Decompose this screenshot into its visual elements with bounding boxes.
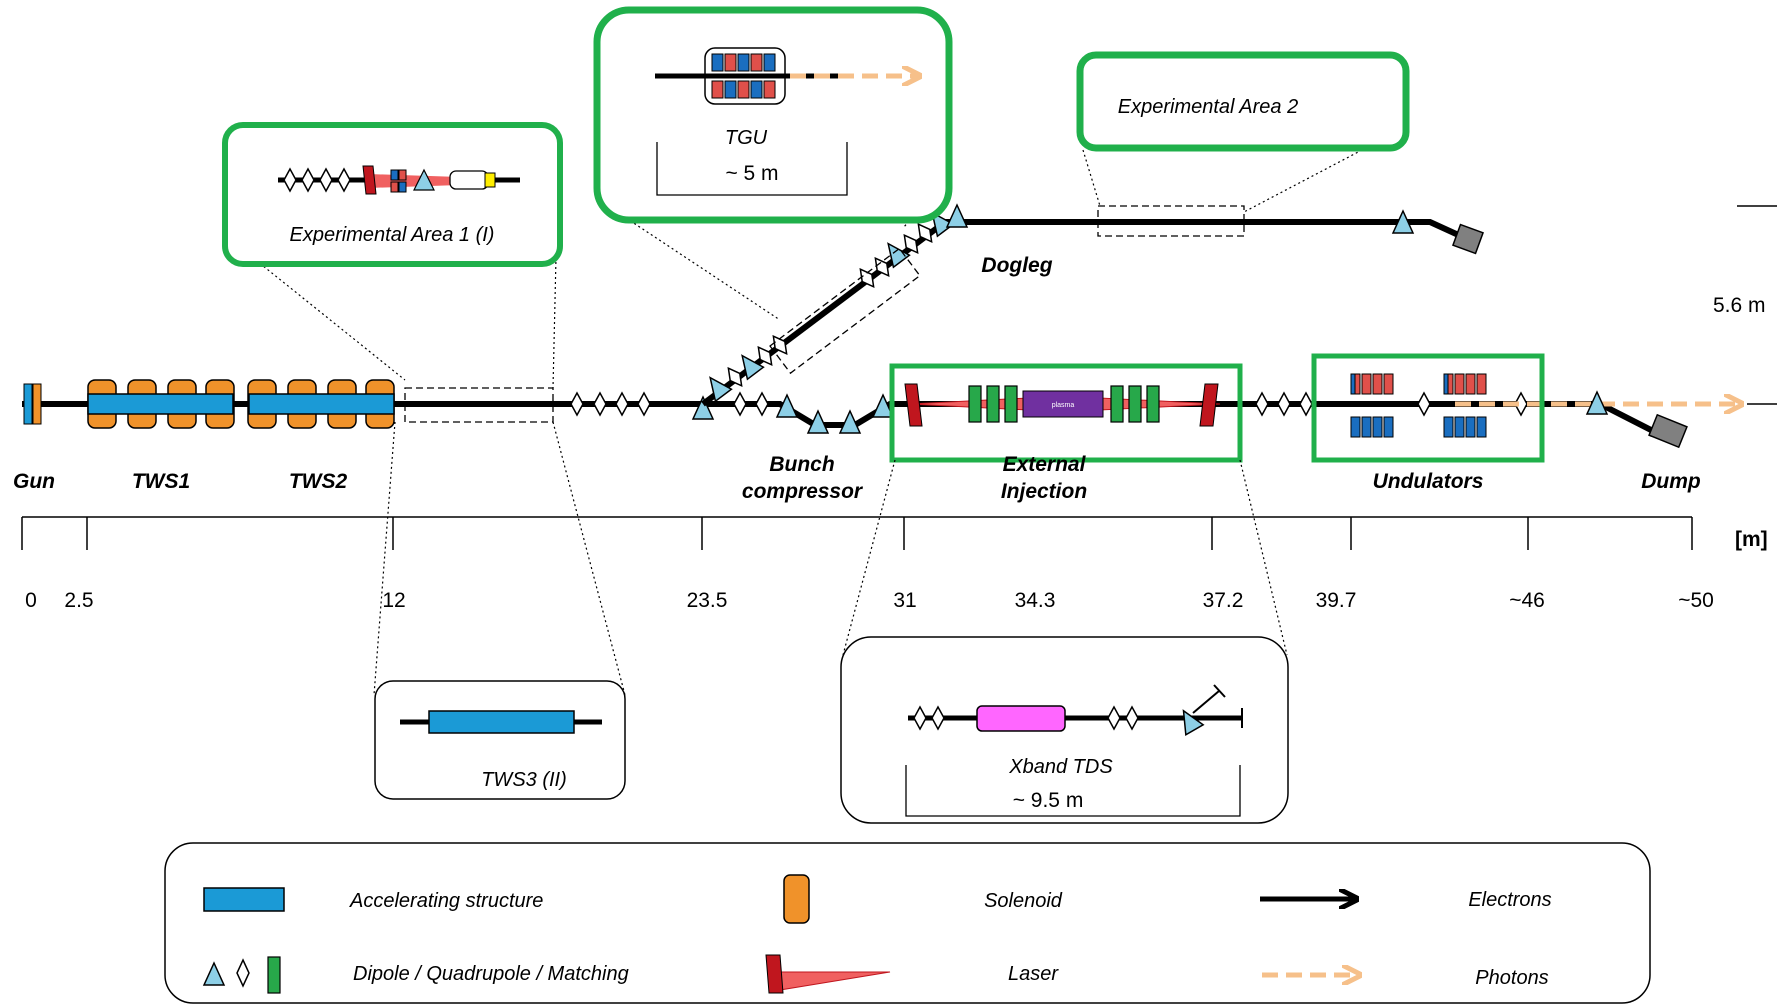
height-indicator: 5.6 m xyxy=(1713,205,1777,405)
tgu-length: ~ 5 m xyxy=(725,162,778,185)
tgu-window xyxy=(769,247,921,375)
tws1-structure xyxy=(87,379,235,429)
dump-block xyxy=(1648,413,1688,449)
dogleg-dump xyxy=(1452,223,1484,255)
legend-laser-mirror xyxy=(765,954,784,994)
height-label: 5.6 m xyxy=(1713,294,1766,317)
legend-electrons-label: Electrons xyxy=(1468,889,1551,911)
experimental-area-2-callout: Experimental Area 2 xyxy=(1076,51,1410,213)
dogleg-beamline xyxy=(701,204,1484,407)
undulators-frame xyxy=(1311,353,1545,463)
legend-accelerating-structure-swatch xyxy=(203,887,285,912)
legend-quadrupole-swatch xyxy=(236,958,250,988)
experimental-area-1-callout: Experimental Area 1 (I) xyxy=(222,122,563,389)
scale-unit: [m] xyxy=(1735,528,1768,551)
quadrupole-triplet-2 xyxy=(1255,392,1313,416)
legend-matching-swatch xyxy=(267,956,281,994)
tick-39-7: 39.7 xyxy=(1316,589,1357,612)
legend-solenoid-swatch xyxy=(783,874,810,924)
legend-dipole-quadrupole-matching-label: Dipole / Quadrupole / Matching xyxy=(353,963,629,985)
tick-46: ~46 xyxy=(1509,589,1545,612)
label-tws2: TWS2 xyxy=(289,470,348,493)
undulator-magnets xyxy=(1350,373,1528,438)
plasma-label: plasma xyxy=(1052,402,1075,409)
label-undulators: Undulators xyxy=(1373,470,1484,493)
label-gun: Gun xyxy=(13,470,55,493)
area2-window xyxy=(1097,205,1245,237)
legend: Accelerating structure Solenoid Electron… xyxy=(164,842,1651,1004)
gun xyxy=(23,383,42,425)
external-injection-frame xyxy=(889,363,1243,463)
legend-laser-label: Laser xyxy=(1008,963,1059,985)
tws3-window xyxy=(404,387,554,423)
legend-solenoid-label: Solenoid xyxy=(984,890,1063,912)
label-external-injection-1: External xyxy=(1003,453,1087,476)
external-injection-elements: plasma xyxy=(904,383,1221,427)
tick-34-3: 34.3 xyxy=(1015,589,1056,612)
tick-50: ~50 xyxy=(1678,589,1714,612)
bunch-compressor-elements xyxy=(692,392,894,434)
experimental-area-2-label: Experimental Area 2 xyxy=(1118,96,1298,118)
tick-31: 31 xyxy=(893,589,916,612)
tick-37-2: 37.2 xyxy=(1203,589,1244,612)
tgu-callout: TGU ~ 5 m xyxy=(593,6,953,321)
legend-accelerating-structure-label: Accelerating structure xyxy=(349,890,543,912)
label-external-injection-2: Injection xyxy=(1001,480,1087,503)
label-tws1: TWS1 xyxy=(132,470,190,493)
xband-length: ~ 9.5 m xyxy=(1013,789,1084,812)
label-bunch-compressor-2: compressor xyxy=(742,480,864,503)
tws3-detail: TWS3 (II) xyxy=(373,421,626,800)
experimental-area-1-label: Experimental Area 1 (I) xyxy=(290,224,495,246)
label-bunch-compressor-1: Bunch xyxy=(769,453,834,476)
xband-tds-detail: Xband TDS ~ 9.5 m xyxy=(840,459,1289,824)
label-dogleg: Dogleg xyxy=(981,254,1052,277)
tick-12: 12 xyxy=(382,589,405,612)
tick-2-5: 2.5 xyxy=(64,589,93,612)
distance-scale: 0 2.5 12 23.5 31 34.3 37.2 39.7 ~46 ~50 … xyxy=(21,516,1768,612)
tick-23-5: 23.5 xyxy=(687,589,728,612)
label-dump: Dump xyxy=(1641,470,1701,493)
tgu-label: TGU xyxy=(725,127,768,149)
tws2-structure xyxy=(247,379,395,429)
legend-photons-label: Photons xyxy=(1475,967,1548,989)
tick-0: 0 xyxy=(25,589,37,612)
tws3-label: TWS3 (II) xyxy=(481,769,567,791)
component-labels: Gun TWS1 TWS2 Bunch compressor External … xyxy=(13,254,1701,503)
plasma-cell xyxy=(1022,390,1104,418)
xband-tds-label: Xband TDS xyxy=(1008,756,1113,778)
